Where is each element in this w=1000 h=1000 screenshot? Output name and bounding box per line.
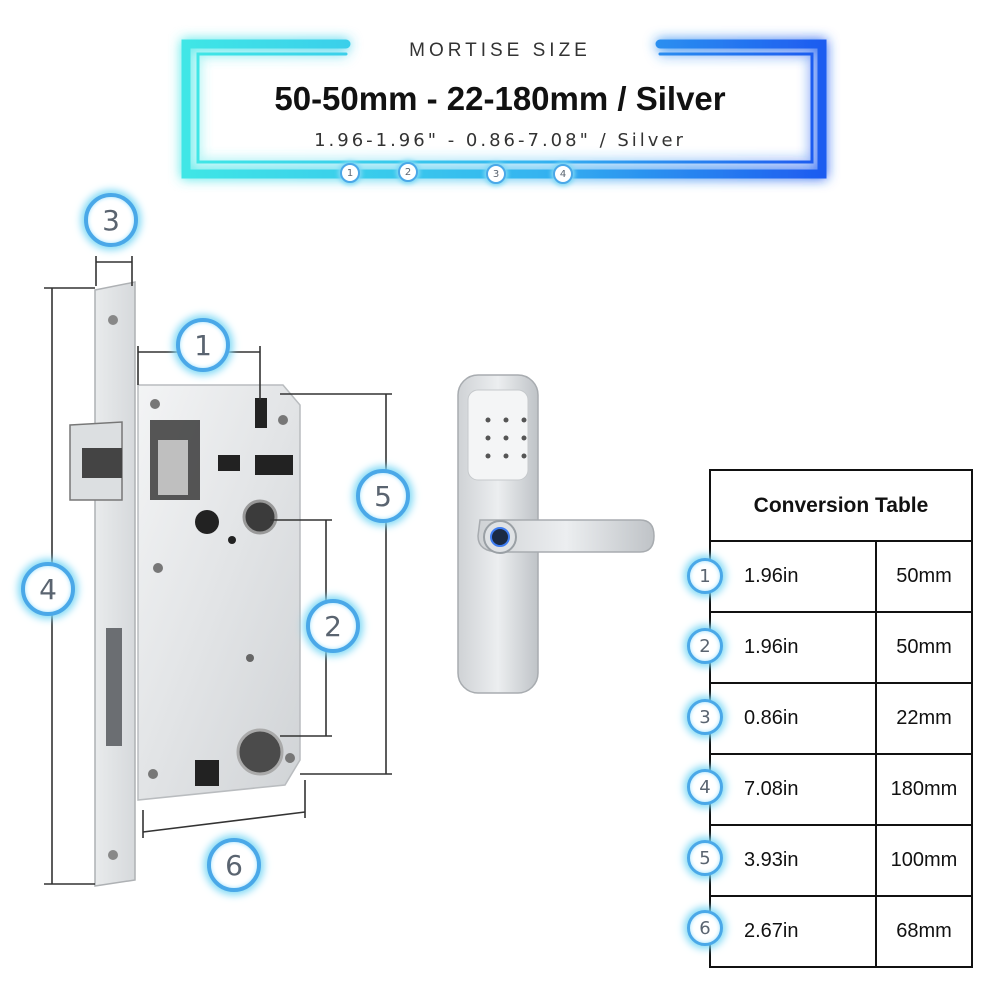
header-marker-4: 4 [553, 164, 573, 184]
table-row-badge-1: 1 [687, 558, 723, 594]
inch-value: 1.96in [709, 611, 877, 684]
mortise-body [69, 281, 301, 887]
conversion-table: Conversion Table 1.96in 50mm 1.96in 50mm… [709, 469, 973, 968]
diagram-callout-3: 3 [84, 193, 138, 247]
conversion-table-title: Conversion Table [709, 469, 973, 542]
mm-value: 100mm [875, 824, 973, 897]
table-row: 2.67in 68mm [709, 895, 973, 968]
header-sub-title: 1.96-1.96" - 0.86-7.08" / Silver [314, 130, 686, 151]
header-marker-1: 1 [340, 163, 360, 183]
inch-value: 0.86in [709, 682, 877, 755]
diagram-callout-4: 4 [21, 562, 75, 616]
diagram-callout-5: 5 [356, 469, 410, 523]
mm-value: 68mm [875, 895, 973, 968]
mm-value: 50mm [875, 540, 973, 613]
inch-value: 3.93in [709, 824, 877, 897]
table-row-badge-5: 5 [687, 840, 723, 876]
table-row: 0.86in 22mm [709, 682, 973, 755]
header-label: MORTISE SIZE [409, 40, 591, 61]
header-marker-3: 3 [486, 164, 506, 184]
table-row: 3.93in 100mm [709, 824, 973, 897]
inch-value: 1.96in [709, 540, 877, 613]
mm-value: 50mm [875, 611, 973, 684]
mm-value: 180mm [875, 753, 973, 826]
diagram-callout-1: 1 [176, 318, 230, 372]
table-row: 1.96in 50mm [709, 611, 973, 684]
table-row: 1.96in 50mm [709, 540, 973, 613]
conversion-table-header: Conversion Table [709, 469, 973, 542]
smart-lock-handle [457, 374, 655, 694]
table-row-badge-6: 6 [687, 910, 723, 946]
table-row-badge-2: 2 [687, 628, 723, 664]
inch-value: 7.08in [709, 753, 877, 826]
table-row-badge-4: 4 [687, 769, 723, 805]
mm-value: 22mm [875, 682, 973, 755]
diagram-callout-6: 6 [207, 838, 261, 892]
header-marker-2: 2 [398, 162, 418, 182]
diagram-callout-2: 2 [306, 599, 360, 653]
header-main-title: 50-50mm - 22-180mm / Silver [274, 80, 726, 117]
table-row-badge-3: 3 [687, 699, 723, 735]
table-row: 7.08in 180mm [709, 753, 973, 826]
inch-value: 2.67in [709, 895, 877, 968]
header-banner: MORTISE SIZE 50-50mm - 22-180mm / Silver… [0, 0, 1000, 200]
